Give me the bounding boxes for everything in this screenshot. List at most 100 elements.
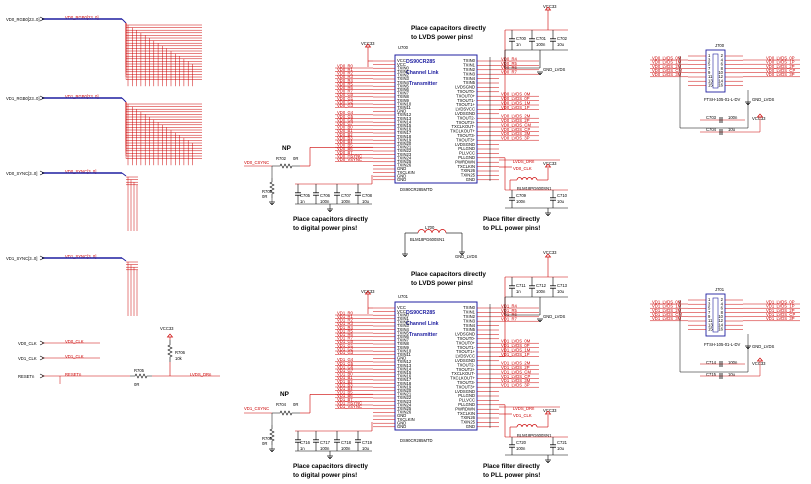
conn-part: FTSH-105-01-L-DV bbox=[704, 342, 741, 347]
cap-ref: C705 bbox=[300, 193, 311, 198]
chip-part: DS90CR285MTD bbox=[400, 187, 433, 192]
note-pll: Place filter directly bbox=[483, 216, 540, 223]
signal-net-label: VD0_LVDS_1P bbox=[501, 105, 530, 110]
cap-val: 10u bbox=[557, 289, 565, 294]
pin-name: TXIN22 bbox=[397, 148, 412, 153]
pin-name: TXOUT2- bbox=[457, 115, 476, 120]
signal-net-label: VD0_LVDS_CM bbox=[501, 122, 531, 127]
port-arrow bbox=[39, 16, 45, 22]
pin-number: 1 bbox=[708, 297, 711, 302]
signal-net-label: VD0_G6 bbox=[337, 117, 354, 122]
signal-net-label: VD1_LVDS_2P bbox=[501, 365, 530, 370]
lvds-net-label: VD0_LVDS_1P bbox=[766, 60, 795, 65]
cap-ref: C704 bbox=[706, 127, 717, 132]
lvds-net-label: VD1_LVDS_2M bbox=[652, 308, 682, 313]
pd-res-val: 0R bbox=[262, 194, 267, 199]
chip-sub2: Transmitter bbox=[409, 81, 437, 87]
pin-name: TXIN3 bbox=[463, 318, 476, 323]
pin-name: TXIN25 bbox=[461, 173, 476, 178]
pin-name: LVDSGND bbox=[455, 85, 475, 90]
pullup-res-ref: R706 bbox=[175, 350, 186, 355]
pin-number: 11 bbox=[708, 74, 713, 79]
np-label: NP bbox=[280, 391, 290, 398]
signal-net-label: VD0_LVDS_1M bbox=[501, 100, 531, 105]
note-lvds: Place capacitors directly bbox=[411, 25, 486, 32]
signal-net-label: VD1_R3 bbox=[337, 321, 353, 326]
signal-net-label: VD1_R6 bbox=[337, 332, 353, 337]
lvds-net-label: VD0_LVDS_CM bbox=[652, 68, 682, 73]
cap-val: 100n bbox=[728, 115, 738, 120]
pll-net: LVDS_DRn bbox=[513, 159, 535, 164]
pin-number: 8 bbox=[721, 66, 724, 71]
signal-net-label: VD1_B2 bbox=[337, 379, 353, 384]
np-res-ref: R702 bbox=[276, 156, 287, 161]
signal-net-label: VD0_G4 bbox=[337, 110, 354, 115]
resistor bbox=[269, 178, 275, 198]
pin-name: TXOUT0+ bbox=[456, 93, 476, 98]
vcc-symbol bbox=[544, 6, 552, 11]
pin-name: TXIN26 bbox=[461, 168, 476, 173]
signal-net-label: VD0_B0 bbox=[337, 125, 353, 130]
np-res-val: 0R bbox=[293, 402, 298, 407]
signal-net-label: VD0_B1 bbox=[337, 128, 353, 133]
ferrite-inductor bbox=[516, 177, 538, 181]
pin-name: TXIN19 bbox=[397, 384, 412, 389]
signal-net-label: VD0_G7 bbox=[337, 121, 354, 126]
pin-number: 9 bbox=[708, 70, 711, 75]
vcc-pll-label: VCC33 bbox=[543, 408, 557, 413]
signal-net-label: VD0_R5 bbox=[501, 61, 517, 66]
signal-net-label: VD1_LVDS_CM bbox=[501, 369, 531, 374]
pin-name: TXIN0 bbox=[463, 305, 476, 310]
signal-net-label: VD0_LVDS_CP bbox=[501, 127, 530, 132]
pin-number: 1 bbox=[708, 53, 711, 58]
pd-res-ref: R703 bbox=[262, 189, 273, 194]
note-pll: Place filter directly bbox=[483, 463, 540, 470]
signal-net-label: VD1_G3 bbox=[337, 350, 354, 355]
signal-net-label: VD1_LVDS_1M bbox=[501, 347, 531, 352]
signal-net-label: VD1_HSYNC bbox=[337, 400, 362, 405]
pll-net: LVDS_DRn bbox=[513, 406, 535, 411]
pin-name: TXIN15 bbox=[397, 370, 412, 375]
pin-name: TXIN7 bbox=[397, 338, 410, 343]
pin-name: TXIN18 bbox=[397, 381, 412, 386]
port-arrow bbox=[39, 355, 45, 361]
chip-title: DS90CR285 bbox=[406, 310, 435, 316]
resistor bbox=[272, 410, 300, 416]
pin-name: GND bbox=[466, 177, 475, 182]
signal-net-label: VD1_R2 bbox=[337, 318, 353, 323]
pin-name: TXOUT1+ bbox=[456, 349, 476, 354]
vcc-symbol bbox=[544, 253, 552, 258]
cap-ref: C713 bbox=[557, 283, 568, 288]
signal-net-label: VD1_LVDS_2M bbox=[501, 361, 531, 366]
pin-name: TXIN10 bbox=[397, 101, 412, 106]
pin-number: 3 bbox=[708, 301, 711, 306]
ferrite-label: BLM18PG600SN1 bbox=[517, 186, 552, 191]
pin-name: TXIN2 bbox=[463, 314, 476, 319]
pin-number: 11 bbox=[708, 318, 713, 323]
signal-net-label: VD0_LVDS_0P bbox=[501, 96, 530, 101]
pin-number: 5 bbox=[708, 306, 711, 311]
pin-name: TXIN13 bbox=[397, 363, 412, 368]
pin-name: TXIN17 bbox=[397, 377, 412, 382]
pin-name: TXIN23 bbox=[397, 399, 412, 404]
signal-net-label: VD1_LVDS_0M bbox=[501, 339, 531, 344]
pin-number: 4 bbox=[721, 301, 724, 306]
signal-net-label: VD0_B4 bbox=[337, 139, 353, 144]
ferrite-gnd: GND_LVDS bbox=[455, 254, 477, 259]
cap-val: 1n bbox=[516, 42, 521, 47]
pin-name: TXIN8 bbox=[397, 94, 410, 99]
signal-net-label: VD0_LVDS_3M bbox=[501, 131, 531, 136]
pin-name: TXIN7 bbox=[397, 91, 410, 96]
pin-name: GND bbox=[397, 356, 406, 361]
pin-number: 16 bbox=[718, 327, 723, 332]
pin-name: TXIN13 bbox=[397, 116, 412, 121]
pin-number: 4 bbox=[721, 57, 724, 62]
pin-number: 8 bbox=[721, 310, 724, 315]
gnd-lvds-label: GND_LVDS bbox=[543, 67, 565, 72]
pin-name: TXIN4 bbox=[463, 323, 476, 328]
pin-name: TXIN5 bbox=[397, 330, 410, 335]
pin-name: GND bbox=[397, 177, 406, 182]
pin-name: TXIN10 bbox=[397, 348, 412, 353]
pin-name: TXIN12 bbox=[397, 359, 412, 364]
pin-name: TXIN24 bbox=[397, 155, 412, 160]
